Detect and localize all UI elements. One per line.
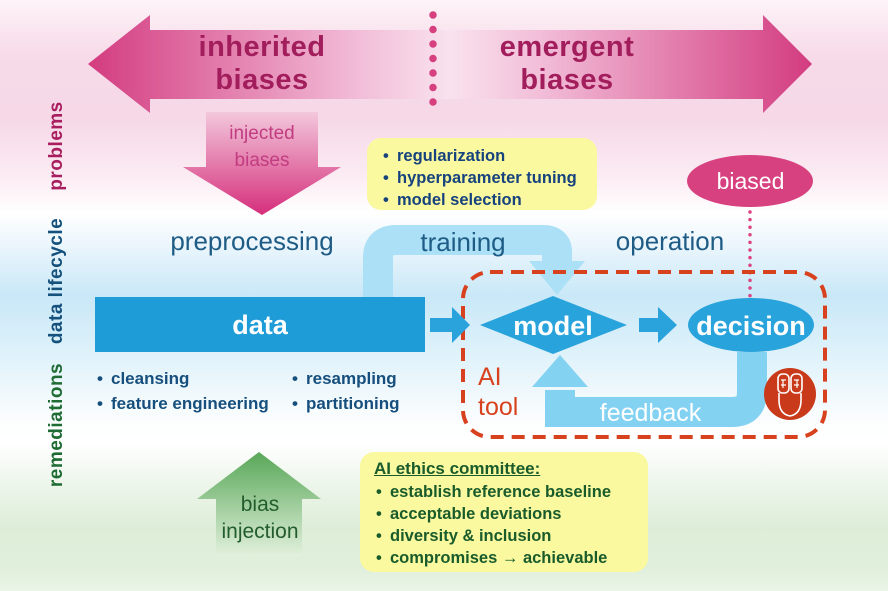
model-diamond bbox=[480, 296, 627, 354]
data-bullet: partitioning bbox=[290, 391, 399, 416]
biased-label: biased bbox=[716, 168, 785, 194]
inherited-biases-label: inherited biases bbox=[198, 31, 326, 96]
injected-biases-label: injected biases bbox=[229, 123, 295, 171]
data-bullets-left: cleansing feature engineering bbox=[95, 366, 269, 416]
data-to-model-arrow bbox=[430, 307, 470, 343]
ethics-box-title: AI ethics committee: bbox=[374, 459, 648, 479]
training-problems-box: regularization hyperparameter tuning mod… bbox=[367, 138, 597, 211]
decision-ellipse bbox=[688, 298, 814, 352]
data-rect bbox=[95, 297, 425, 352]
data-bullet: cleansing bbox=[95, 366, 269, 391]
training-arc-arrow bbox=[363, 225, 572, 299]
bias-injection-label: bias injection bbox=[221, 493, 299, 543]
data-bullet: feature engineering bbox=[95, 391, 269, 416]
data-bullets-right: resampling partitioning bbox=[290, 366, 399, 416]
biased-ellipse bbox=[687, 155, 813, 207]
ethics-box-item: acceptable deviations bbox=[374, 503, 648, 525]
ethics-committee-box: AI ethics committee: establish reference… bbox=[360, 452, 648, 572]
ethics-box-item: establish reference baseline bbox=[374, 481, 648, 503]
stage-training: training bbox=[420, 227, 506, 257]
stage-preprocessing: preprocessing bbox=[170, 226, 334, 256]
ethics-box-item: diversity & inclusion bbox=[374, 525, 648, 547]
model-to-decision-arrow bbox=[639, 307, 677, 343]
ai-tool-dashed-box bbox=[461, 270, 827, 439]
ethics-box-item: compromises → achievable bbox=[374, 547, 648, 569]
ai-tool-label: AI tool bbox=[478, 363, 519, 421]
bias-injection-arrow bbox=[197, 452, 321, 557]
problems-box-item: hyperparameter tuning bbox=[381, 167, 597, 189]
ethics-box-title-text: AI ethics committee: bbox=[374, 459, 541, 478]
head-brain-icon bbox=[764, 368, 816, 420]
feedback-label: feedback bbox=[599, 399, 702, 427]
stage-operation: operation bbox=[615, 226, 725, 256]
problems-box-item: regularization bbox=[381, 145, 597, 167]
emergent-biases-label: emergent biases bbox=[499, 31, 635, 96]
top-double-arrow bbox=[88, 15, 812, 113]
model-node-label: model bbox=[513, 311, 593, 341]
injected-biases-arrow bbox=[183, 112, 341, 215]
data-node-label: data bbox=[232, 310, 288, 340]
decision-node-label: decision bbox=[696, 311, 806, 341]
band-label-data-lifecycle: data lifecycle bbox=[46, 217, 67, 345]
training-arc-arrowhead bbox=[529, 261, 585, 295]
feedback-arrowhead bbox=[532, 355, 588, 387]
feedback-arrow bbox=[545, 352, 767, 427]
problems-box-item: model selection bbox=[381, 189, 597, 211]
band-label-problems: problems bbox=[46, 101, 67, 191]
band-label-remediations: remediations bbox=[46, 362, 67, 488]
data-bullet: resampling bbox=[290, 366, 399, 391]
